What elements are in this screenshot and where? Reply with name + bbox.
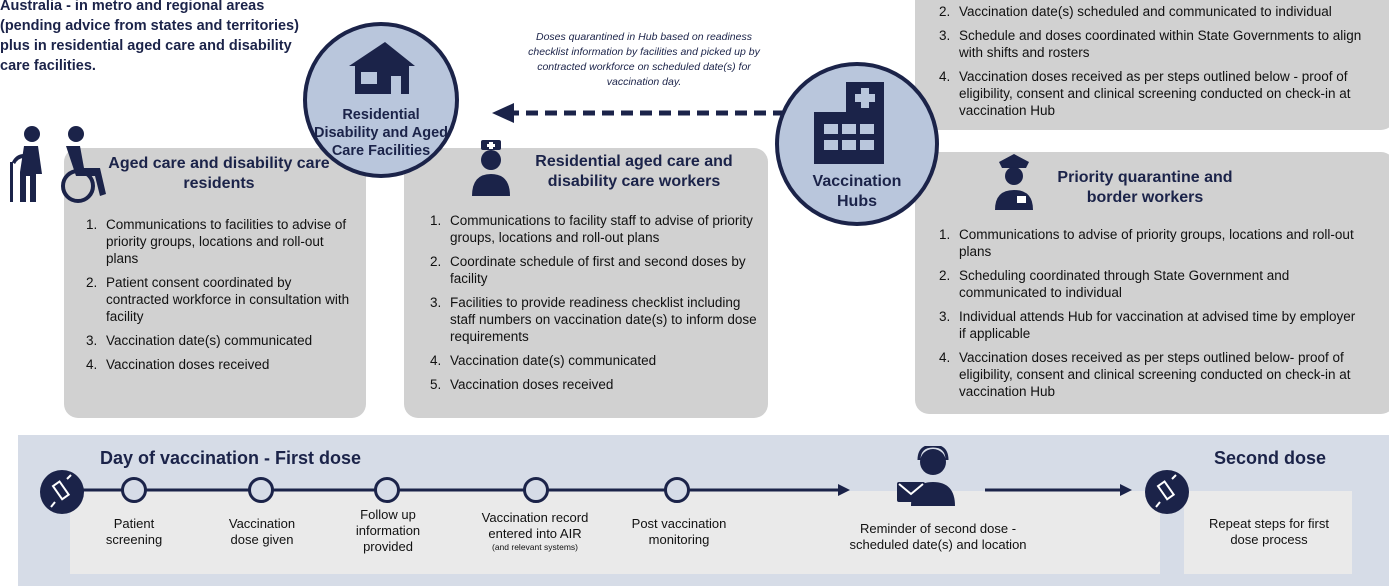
workers-panel: Residential aged care and disability car… <box>404 148 768 418</box>
list-item: 2.Scheduling coordinated through State G… <box>939 268 1290 300</box>
border-title: Priority quarantine and border workers <box>1057 169 1233 206</box>
list-item: 3.Schedule and doses coordinated within … <box>939 28 1362 60</box>
elderly-wheelchair-icon <box>10 126 106 203</box>
timeline-line <box>80 484 1132 496</box>
list-item: 2.Coordinate schedule of first and secon… <box>430 254 746 286</box>
border-workers-panel: Priority quarantine and border workers 1… <box>915 152 1389 414</box>
hub-note: Doses quarantined in Hub based on readin… <box>528 31 760 88</box>
list-item: 3.Vaccination date(s) communicated <box>86 333 313 348</box>
timeline-node <box>664 477 690 503</box>
hospital-icon <box>814 82 884 164</box>
list-item: 1.Communications to facility staff to ad… <box>430 213 753 245</box>
list-item: 2.Vaccination date(s) scheduled and comm… <box>939 4 1332 19</box>
list-item: 1.Communications to facilities to advise… <box>86 217 347 266</box>
syringe-icon <box>40 470 84 514</box>
timeline-node <box>248 477 274 503</box>
list-item: 4.Vaccination date(s) communicated <box>430 353 657 368</box>
list-item: 4.Vaccination doses received <box>86 357 270 372</box>
top-right-panel: 2.Vaccination date(s) scheduled and comm… <box>915 0 1389 130</box>
step-record-air: Vaccination record entered into AIR (and… <box>460 510 610 553</box>
workers-title: Residential aged care and disability car… <box>535 153 733 190</box>
step-patient-screening: Patient screening <box>105 516 163 547</box>
nurse-icon <box>472 140 510 196</box>
timeline-node <box>121 477 147 503</box>
timeline-node <box>523 477 549 503</box>
timeline-node <box>374 477 400 503</box>
facilities-label: Residential Disability and Aged Care Fac… <box>313 107 448 159</box>
list-item: 3.Individual attends Hub for vaccination… <box>939 309 1356 341</box>
second-dose-text: Repeat steps for first dose process <box>1209 516 1329 547</box>
aged-care-title: Aged care and disability care residents <box>108 155 330 192</box>
steps-strip <box>70 491 1160 574</box>
list-item: 4.Vaccination doses received as per step… <box>939 350 1351 399</box>
step-follow-up: Follow up information provided <box>355 507 421 554</box>
reminder-text: Reminder of second dose - scheduled date… <box>849 521 1027 552</box>
call-center-agent-icon <box>897 446 955 506</box>
step-dose-given: Vaccination dose given <box>228 516 296 547</box>
list-item: 2.Patient consent coordinated by contrac… <box>86 275 350 324</box>
second-dose-strip <box>1184 491 1352 574</box>
aged-care-panel: Aged care and disability care residents … <box>64 148 366 418</box>
second-dose-title: Second dose <box>1214 448 1327 468</box>
list-item: 3.Facilities to provide readiness checkl… <box>430 295 757 344</box>
list-item: 4.Vaccination doses received as per step… <box>939 69 1351 118</box>
first-dose-title: Day of vaccination - First dose <box>100 448 362 468</box>
step-record-sub: (and relevant systems) <box>492 542 578 552</box>
police-officer-icon <box>995 154 1033 210</box>
dashed-arrow <box>492 103 785 123</box>
house-icon <box>349 42 415 94</box>
list-item: 5.Vaccination doses received <box>430 377 614 392</box>
syringe-icon <box>1145 470 1189 514</box>
intro-text: Australia - in metro and regional areas … <box>0 0 299 74</box>
step-post-monitoring: Post vaccination monitoring <box>631 516 727 547</box>
hubs-label: Vaccination Hubs <box>812 173 902 210</box>
list-item: 1.Communications to advise of priority g… <box>939 227 1354 259</box>
